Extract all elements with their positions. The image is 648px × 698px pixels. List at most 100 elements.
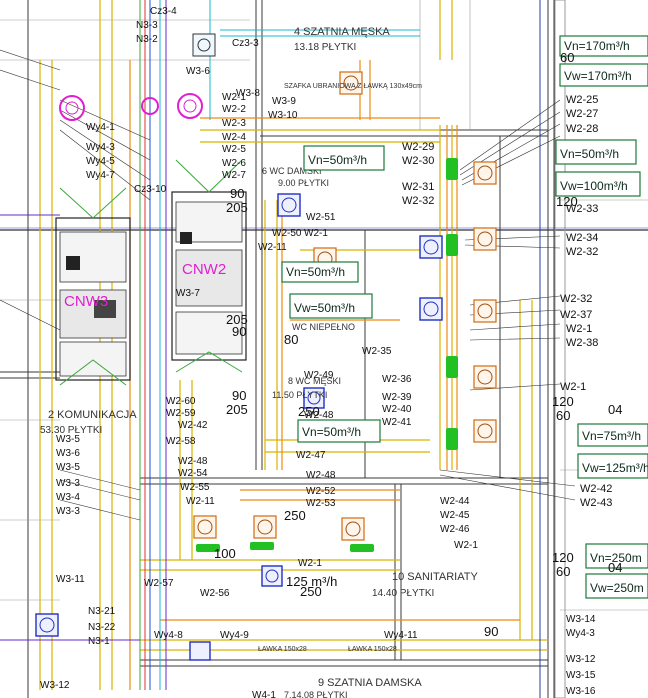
duct-tag: W3-9: [272, 96, 296, 107]
room-komunikacja-area: 53.30 PŁYTKI: [40, 425, 102, 436]
flow-box-frame: [289, 293, 373, 319]
duct-tag: W2-11: [186, 496, 215, 507]
duct-tag: W2-48: [306, 470, 336, 481]
duct-tag: W3-16: [566, 686, 596, 697]
flow-box: Vn=250m: [585, 543, 648, 569]
cnw3-unit: [55, 187, 131, 386]
duct-tag: Wy4-3: [86, 142, 115, 153]
duct-tag: W2-32: [402, 195, 434, 207]
duct-tag: W2-54: [178, 468, 208, 479]
duct-tag: Wy4-5: [86, 156, 115, 167]
duct-tag: W3-15: [566, 670, 596, 681]
duct-tag: W2-1: [454, 540, 478, 551]
dimension-label: 90: [232, 324, 246, 339]
flow-box-frame: [585, 573, 648, 599]
flow-box: Vw=125m³/h: [577, 453, 648, 479]
flow-box-text: Vw=50m³/h: [294, 301, 355, 315]
room-szatnia-damska-area: 7.14.08 PŁYTKI: [284, 690, 348, 698]
dimension-label: 250: [298, 404, 320, 419]
dimension-label: 120: [556, 194, 578, 209]
flow-box-frame: [559, 63, 648, 87]
duct-tag: Wy4-7: [86, 170, 115, 181]
room-szatnia-damska: 9 SZATNIA DAMSKA: [318, 677, 422, 689]
room-labels: 4 SZATNIA MĘSKA 13.18 PŁYTKI SZAFKA UBRA…: [40, 26, 478, 698]
room-lawka-1: ŁAWKA 150x28: [258, 646, 307, 653]
duct-tag: Wy4-3: [566, 628, 595, 639]
flow-box-text: Vn=50m³/h: [302, 425, 361, 439]
duct-tag: W2-38: [566, 337, 598, 349]
duct-tag: Cz3-4: [150, 6, 177, 17]
dimension-label: 205: [226, 312, 248, 327]
duct-tag: W2-42: [580, 483, 612, 495]
flow-box-frame: [559, 35, 648, 57]
dimension-label: 120: [552, 394, 574, 409]
dimension-label: 60: [556, 564, 570, 579]
flow-box: Vw=170m³/h: [559, 63, 648, 87]
unit-label-cnw2: CNW2: [182, 261, 226, 278]
duct-tag: W2-31: [402, 181, 434, 193]
duct-tag: W2-1: [566, 323, 592, 335]
room-lawka-top: SZAFKA UBRANIOWA Z ŁAWKĄ 130x49cm: [284, 83, 422, 90]
flow-box-frame: [577, 453, 648, 479]
flow-box-frame: [555, 139, 637, 165]
duct-tag: W3-5: [56, 462, 80, 473]
duct-tag: Wy4-11: [384, 630, 418, 641]
duct-tag: N3-3: [136, 20, 158, 31]
dimension-label: 60: [560, 50, 574, 65]
duct-tag: W2-51: [306, 212, 336, 223]
flow-box-text: Vw=170m³/h: [564, 69, 632, 83]
duct-tag: W2-7: [222, 170, 246, 181]
dimension-label: 90: [232, 388, 246, 403]
flow-box: Vn=50m³/h: [555, 139, 637, 165]
flow-box-frame: [555, 171, 641, 197]
duct-tag: W2-42: [178, 420, 208, 431]
duct-tag: W2-56: [200, 588, 230, 599]
flow-boxes: Vn=170m³/hVw=170m³/hVn=50m³/hVw=100m³/hV…: [281, 35, 648, 599]
dimension-label: 90: [484, 624, 498, 639]
duct-tag: Cz3-3: [232, 38, 259, 49]
duct-tag: W2-53: [306, 498, 336, 509]
dimension-label: 90: [230, 186, 244, 201]
duct-tag: W3-10: [268, 110, 298, 121]
dimension-label: 250: [284, 508, 306, 523]
room-wc-niepelno: WC NIEPEŁNO: [292, 322, 355, 332]
room-wc-meski: 8 WC MĘSKI: [288, 376, 341, 386]
duct-tag: W4-1: [252, 690, 276, 698]
duct-tag: Wy4-8: [154, 630, 183, 641]
flow-box: Vw=250m: [585, 573, 648, 599]
duct-tag: Wy4-1: [86, 122, 115, 133]
duct-tag: W2-2: [222, 104, 246, 115]
flow-box-text: Vn=170m³/h: [564, 39, 630, 53]
duct-tag: W2-6: [222, 158, 246, 169]
duct-tag: W3-8: [236, 88, 260, 99]
room-szatnia-meska-area: 13.18 PŁYTKI: [294, 42, 356, 53]
flow-box: Vn=75m³/h: [577, 423, 648, 447]
duct-tag: N3-21: [88, 606, 116, 617]
duct-tag: W3-12: [566, 654, 596, 665]
duct-tag: W2-59: [166, 408, 196, 419]
flow-box: Vn=50m³/h: [303, 145, 385, 171]
unit-label-cnw3: CNW3: [64, 293, 108, 310]
flow-box-frame: [303, 145, 385, 171]
duct-tag: W2-47: [296, 450, 326, 461]
duct-tags: W2-25W2-27W2-28W2-29W2-30W2-31W2-32W2-33…: [40, 6, 612, 698]
room-lawka-2: ŁAWKA 150x28: [348, 646, 397, 653]
duct-tag: W2-1: [560, 381, 586, 393]
duct-tag: W2-40: [382, 404, 412, 415]
duct-tag: N3-22: [88, 622, 116, 633]
duct-tag: W3-5: [56, 434, 80, 445]
flow-box-text: Vn=50m³/h: [308, 153, 367, 167]
duct-tag: W2-39: [382, 392, 412, 403]
level-label: 04: [608, 402, 622, 417]
duct-tag: W2-45: [440, 510, 470, 521]
flow-box: Vn=50m³/h: [297, 419, 381, 443]
flow-box: Vn=170m³/h: [559, 35, 648, 57]
room-komunikacja: 2 KOMUNIKACJA: [48, 409, 137, 421]
duct-tag: W2-25: [566, 94, 598, 106]
flow-box-text: Vn=50m³/h: [286, 265, 345, 279]
flow-box-frame: [281, 261, 359, 283]
dimension-label: 205: [226, 402, 248, 417]
roof-vents: [59, 93, 203, 121]
